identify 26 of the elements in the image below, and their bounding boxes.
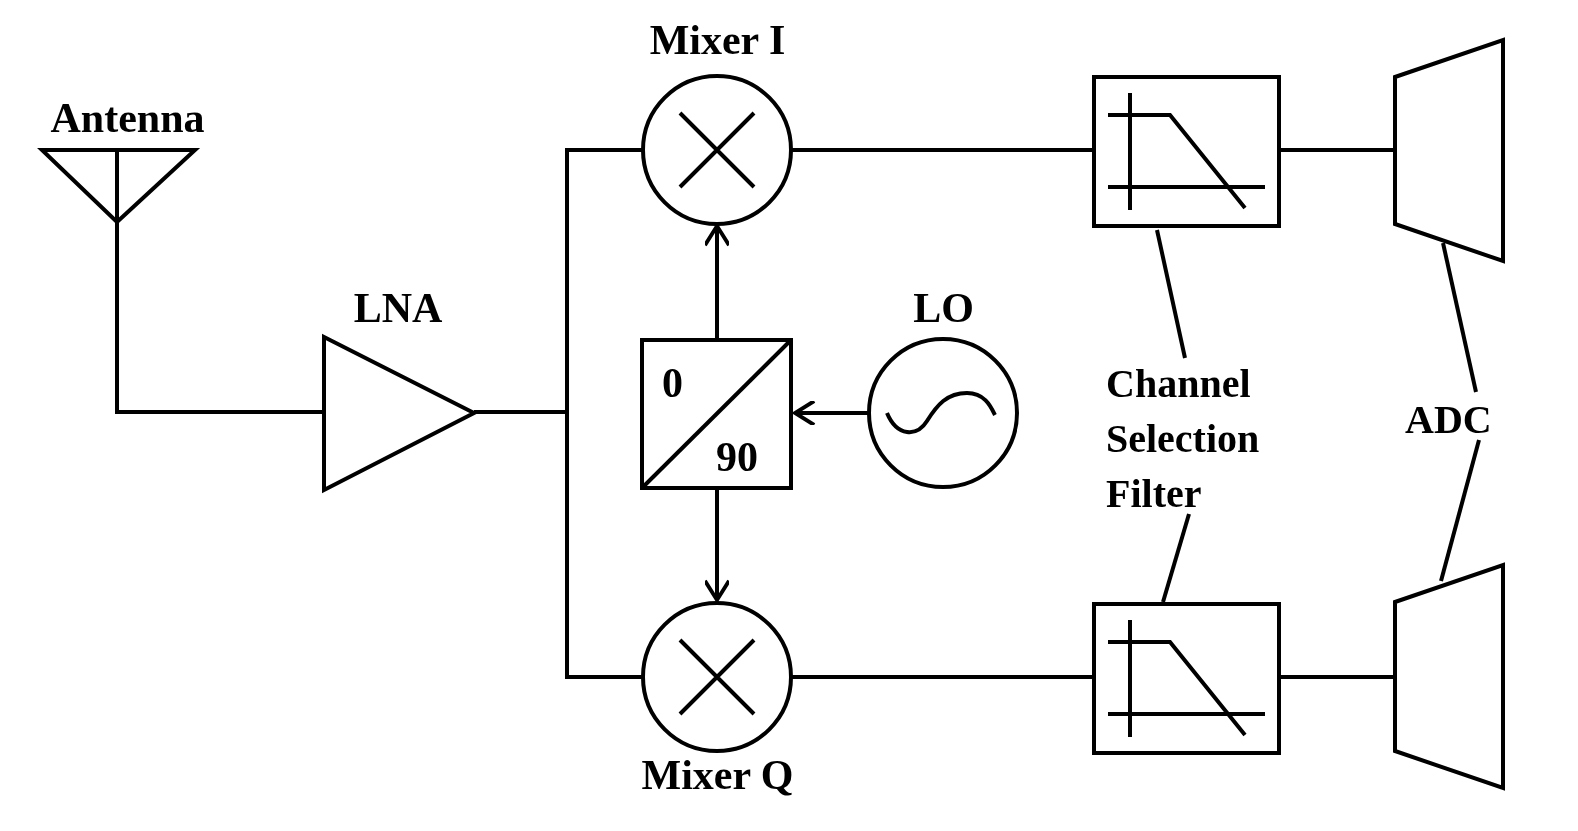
signal-line bbox=[1281, 148, 1393, 152]
arrow bbox=[793, 399, 868, 427]
callout-label: ADC bbox=[1405, 392, 1517, 438]
filter-block bbox=[1092, 602, 1281, 755]
block-label: Mixer I bbox=[648, 17, 787, 63]
phase-label: 0 bbox=[662, 360, 683, 406]
leader-line bbox=[1439, 439, 1481, 582]
leader-line bbox=[1155, 229, 1187, 359]
converter-block bbox=[1393, 38, 1505, 263]
filter-block bbox=[1092, 75, 1281, 228]
phase-label: 90 bbox=[716, 434, 758, 480]
signal-line bbox=[1281, 675, 1393, 679]
block-label: LO bbox=[912, 285, 975, 331]
arrow bbox=[703, 490, 731, 602]
converter-block bbox=[1393, 563, 1505, 790]
block-label: Mixer Q bbox=[640, 752, 795, 798]
signal-line bbox=[474, 410, 642, 679]
signal-line bbox=[792, 675, 1092, 679]
arrow bbox=[703, 224, 731, 338]
leader-line bbox=[1441, 242, 1478, 393]
block-label: Antenna bbox=[49, 95, 206, 141]
callout-label: Channel Selection Filter bbox=[1106, 356, 1296, 516]
block-label: LNA bbox=[352, 285, 444, 331]
leader-line bbox=[1161, 513, 1191, 603]
signal-line bbox=[115, 228, 322, 414]
signal-line bbox=[792, 148, 1092, 152]
